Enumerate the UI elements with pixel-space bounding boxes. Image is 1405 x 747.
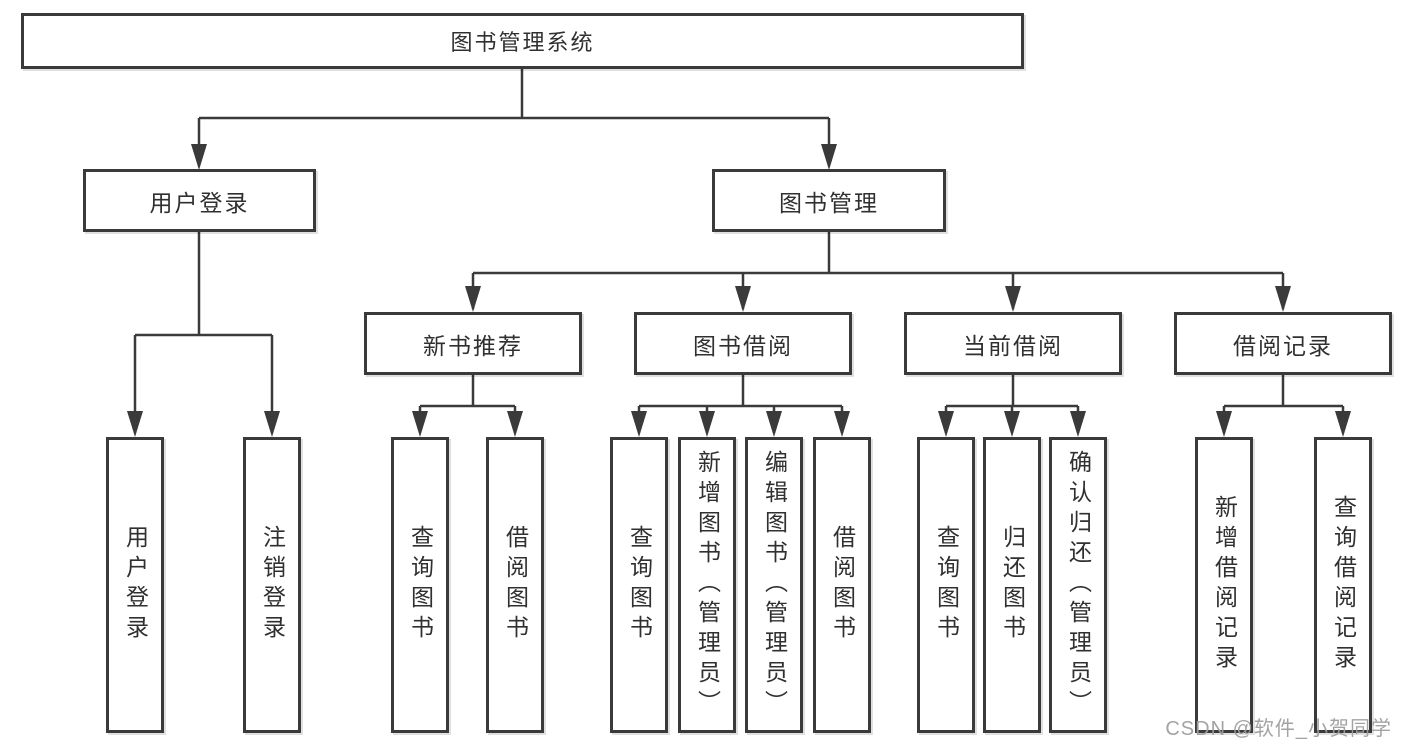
leaf-add-borrow-record: 新增借阅记录 — [1195, 437, 1253, 733]
leaf-confirm-return-admin: 确认归还（管理员） — [1049, 437, 1107, 733]
node-user-login: 用户登录 — [83, 169, 316, 232]
leaf-logout: 注销登录 — [243, 437, 301, 733]
arrowheads — [127, 144, 1351, 437]
leaf-query-borrow-record: 查询借阅记录 — [1314, 437, 1372, 733]
node-borrow-record: 借阅记录 — [1174, 312, 1392, 375]
leaf-borrow-book-2: 借阅图书 — [813, 437, 871, 733]
node-current-borrow: 当前借阅 — [904, 312, 1122, 375]
leaf-user-login: 用户登录 — [106, 437, 164, 733]
node-new-book-recommend: 新书推荐 — [364, 312, 582, 375]
node-book-borrow: 图书借阅 — [634, 312, 852, 375]
csdn-watermark: CSDN @软件_小贺同学 — [1165, 718, 1392, 740]
leaf-query-book-3: 查询图书 — [917, 437, 975, 733]
leaf-query-book-1: 查询图书 — [391, 437, 449, 733]
leaf-add-book-admin: 新增图书（管理员） — [678, 437, 736, 733]
leaf-query-book-2: 查询图书 — [610, 437, 668, 733]
node-book-management: 图书管理 — [712, 169, 946, 232]
leaf-edit-book-admin: 编辑图书（管理员） — [745, 437, 803, 733]
root-node-library-system: 图书管理系统 — [21, 13, 1024, 69]
leaf-borrow-book-1: 借阅图书 — [486, 437, 544, 733]
leaf-return-book: 归还图书 — [983, 437, 1041, 733]
